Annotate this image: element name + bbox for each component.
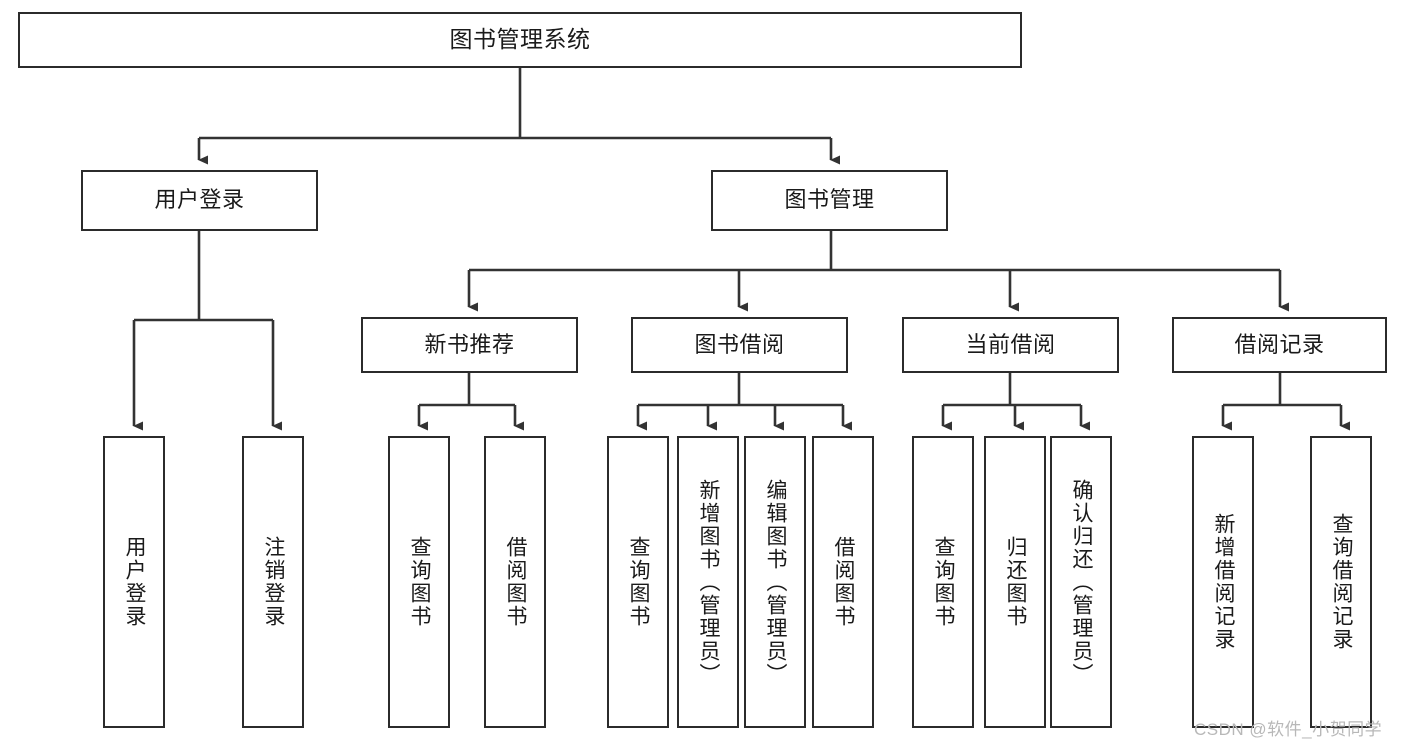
node-label: 新增图书（管理员） — [697, 478, 721, 686]
node-label: 注销登录 — [262, 536, 286, 628]
leaf-query-book-borrow[interactable]: 查询图书 — [607, 436, 669, 728]
node-label: 查询图书 — [932, 536, 956, 628]
node-book-management[interactable]: 图书管理 — [711, 170, 948, 231]
node-current-borrow[interactable]: 当前借阅 — [902, 317, 1119, 373]
leaf-return-book[interactable]: 归还图书 — [984, 436, 1046, 728]
node-new-book-recommend[interactable]: 新书推荐 — [361, 317, 578, 373]
node-book-borrow[interactable]: 图书借阅 — [631, 317, 848, 373]
leaf-confirm-return-admin[interactable]: 确认归还（管理员） — [1050, 436, 1112, 728]
node-label: 当前借阅 — [965, 331, 1056, 357]
node-label: 图书管理 — [784, 187, 875, 213]
node-borrow-records[interactable]: 借阅记录 — [1172, 317, 1387, 373]
leaf-edit-book-admin[interactable]: 编辑图书（管理员） — [744, 436, 806, 728]
node-root-system[interactable]: 图书管理系统 — [18, 12, 1022, 68]
node-label: 新增借阅记录 — [1212, 513, 1236, 651]
node-label: 查询图书 — [408, 536, 432, 628]
node-label: 新书推荐 — [424, 331, 515, 357]
leaf-add-borrow-record[interactable]: 新增借阅记录 — [1192, 436, 1254, 728]
node-label: 编辑图书（管理员） — [764, 478, 788, 686]
csdn-watermark: CSDN @软件_小贺同学 — [1194, 720, 1383, 739]
node-label: 图书管理系统 — [449, 26, 591, 53]
node-user-login[interactable]: 用户登录 — [81, 170, 318, 231]
node-label: 查询图书 — [627, 536, 651, 628]
node-label: 借阅图书 — [504, 536, 528, 628]
node-label: 查询借阅记录 — [1330, 513, 1354, 651]
leaf-borrow-book-newbook[interactable]: 借阅图书 — [484, 436, 546, 728]
leaf-query-book-current[interactable]: 查询图书 — [912, 436, 974, 728]
node-label: 图书借阅 — [694, 331, 785, 357]
leaf-borrow-book[interactable]: 借阅图书 — [812, 436, 874, 728]
node-label: 确认归还（管理员） — [1070, 478, 1094, 686]
node-label: 用户登录 — [154, 187, 245, 213]
leaf-logout[interactable]: 注销登录 — [242, 436, 304, 728]
leaf-add-book-admin[interactable]: 新增图书（管理员） — [677, 436, 739, 728]
leaf-query-borrow-record[interactable]: 查询借阅记录 — [1310, 436, 1372, 728]
node-label: 归还图书 — [1004, 536, 1028, 628]
node-label: 借阅图书 — [832, 536, 856, 628]
leaf-user-login[interactable]: 用户登录 — [103, 436, 165, 728]
node-label: 用户登录 — [123, 536, 147, 628]
leaf-query-book-newbook[interactable]: 查询图书 — [388, 436, 450, 728]
node-label: 借阅记录 — [1234, 331, 1325, 357]
